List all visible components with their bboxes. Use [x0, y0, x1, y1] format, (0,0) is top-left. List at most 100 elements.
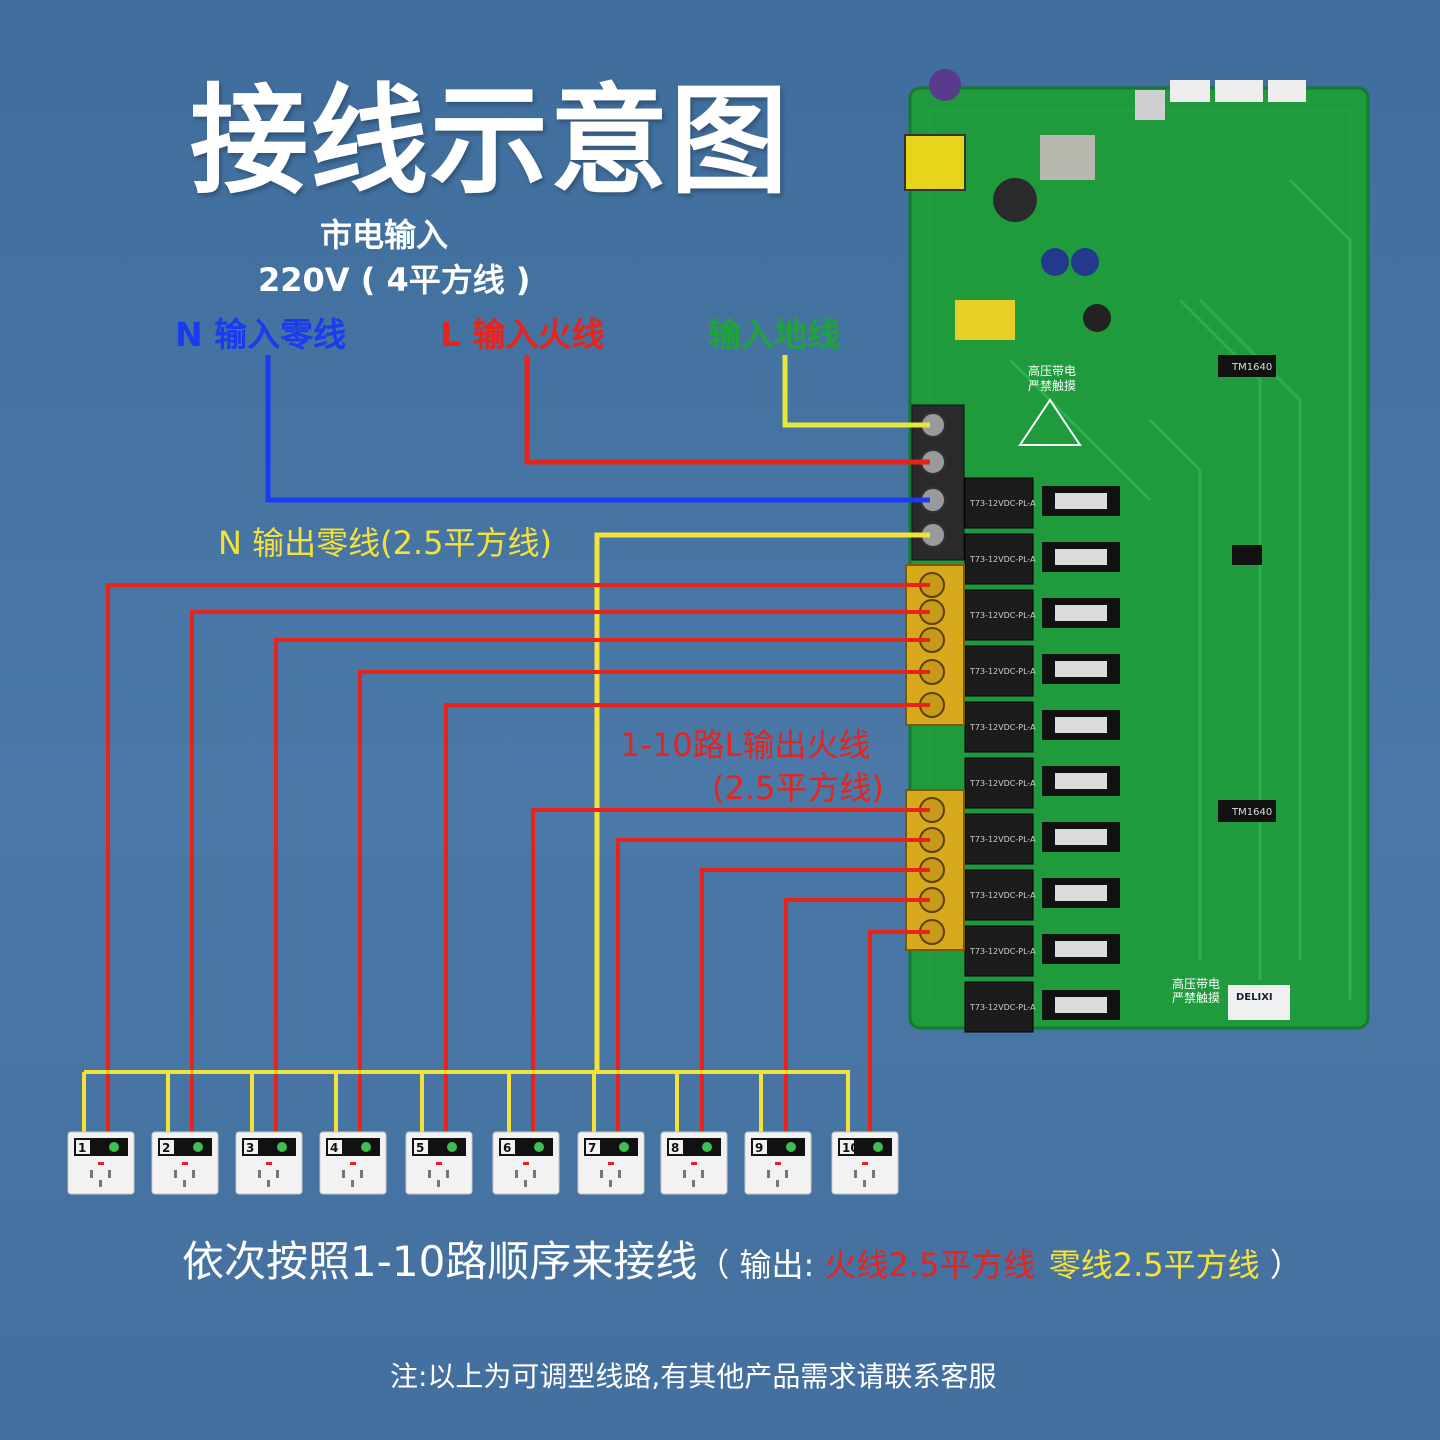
outlet-slot: [872, 1170, 875, 1178]
outlet-slot: [108, 1170, 111, 1178]
outlet-slot: [701, 1170, 704, 1178]
outlet-led: [691, 1162, 697, 1165]
outlet-led: [182, 1162, 188, 1165]
outlet-indicator-icon: [447, 1142, 457, 1152]
outlet-slot: [609, 1180, 612, 1187]
footnote: 注:以上为可调型线路,有其他产品需求请联系客服: [390, 1360, 997, 1393]
relay: [964, 981, 1034, 1033]
fuse: [1055, 773, 1107, 789]
fuse: [1055, 493, 1107, 509]
relay-model-text: T73-12VDC-PL-A: [969, 555, 1036, 564]
outlet-indicator-icon: [361, 1142, 371, 1152]
relay-model-text: T73-12VDC-PL-A: [969, 891, 1036, 900]
outlet-indicator-icon: [619, 1142, 629, 1152]
outlet-led: [98, 1162, 104, 1165]
outlet-slot: [692, 1180, 695, 1187]
outlet-slot: [437, 1180, 440, 1187]
live-output-wire: [274, 638, 930, 1135]
outlet-slot: [446, 1170, 449, 1178]
relay-model-text: T73-12VDC-PL-A: [969, 947, 1036, 956]
warning-text-4: 严禁触摸: [1172, 991, 1220, 1005]
outlet-indicator-icon: [193, 1142, 203, 1152]
chip-label-bottom: TM1640: [1231, 807, 1272, 818]
fuse: [1055, 605, 1107, 621]
outlet-indicator-icon: [702, 1142, 712, 1152]
relay: [964, 533, 1034, 585]
outlet-slot: [524, 1180, 527, 1187]
relay-bank: T73-12VDC-PL-A T73-12VDC-PL-A T73-12VDC-PL…: [964, 477, 1120, 1033]
relay: [964, 477, 1034, 529]
neutral-input-wire: [265, 355, 930, 503]
outlet-number: 9: [755, 1141, 763, 1155]
outlet-slot: [776, 1180, 779, 1187]
fuse: [1055, 661, 1107, 677]
relay: [964, 757, 1034, 809]
fuse: [1055, 885, 1107, 901]
relay-model-text: T73-12VDC-PL-A: [969, 667, 1036, 676]
live-output-wire: [784, 898, 930, 1135]
control-board: TM1640 TM1640 高压带电 严禁触摸 高压带电 严禁触摸 DELIXI…: [904, 69, 1370, 1033]
bottom-main-text: 依次按照1-10路顺序来接线: [182, 1237, 698, 1286]
outlet-indicator-icon: [109, 1142, 119, 1152]
earth-input-wire: [782, 355, 930, 428]
outlet-slot: [618, 1170, 621, 1178]
live-output-spec-label: (2.5平方线): [712, 769, 884, 807]
outlet-slot: [90, 1170, 93, 1178]
bottom-instruction: 依次按照1-10路顺序来接线（ 输出: 火线2.5平方线 零线2.5平方线 ）: [182, 1228, 1302, 1289]
page-title: 接线示意图: [190, 72, 791, 210]
mains-spec-label: 220V ( 4平方线 ): [258, 261, 531, 299]
outlet-indicator-icon: [277, 1142, 287, 1152]
warning-text-2: 严禁触摸: [1028, 379, 1076, 393]
outlet-number-box: [414, 1140, 428, 1154]
relay: [964, 869, 1034, 921]
outlet-slot: [360, 1170, 363, 1178]
outlet-slot: [342, 1170, 345, 1178]
outlet-slot: [863, 1180, 866, 1187]
outlet-led: [436, 1162, 442, 1165]
relay-model-text: T73-12VDC-PL-A: [969, 723, 1036, 732]
relay-model-text: T73-12VDC-PL-A: [969, 1003, 1036, 1012]
outlet-slot: [533, 1170, 536, 1178]
outlet-led: [608, 1162, 614, 1165]
outlet-indicator-icon: [873, 1142, 883, 1152]
warning-text-3: 高压带电: [1172, 976, 1220, 991]
outlet-number: 1: [78, 1141, 86, 1155]
outlet-number: 7: [588, 1141, 596, 1155]
relay: [964, 645, 1034, 697]
outlet-number: 3: [246, 1141, 254, 1155]
outlet-number-box: [76, 1140, 90, 1154]
outlet-led: [862, 1162, 868, 1165]
relay-model-text: T73-12VDC-PL-A: [969, 835, 1036, 844]
outlet-slot: [600, 1170, 603, 1178]
live-output-label: 1-10路L输出火线: [620, 726, 871, 764]
outlet-slot: [854, 1170, 857, 1178]
bottom-neutral-spec: 零线2.5平方线: [1048, 1246, 1260, 1284]
live-output-wire: [700, 868, 930, 1135]
outlet-led: [350, 1162, 356, 1165]
bottom-live-spec: 火线2.5平方线: [824, 1246, 1036, 1284]
outlet-slot: [515, 1170, 518, 1178]
bottom-open-text: （ 输出:: [697, 1246, 825, 1284]
live-output-wire: [616, 838, 930, 1135]
outlet-slot: [351, 1180, 354, 1187]
fuse: [1055, 717, 1107, 733]
neutral-output-label: N 输出零线(2.5平方线): [218, 524, 552, 562]
outlet-indicator-icon: [534, 1142, 544, 1152]
relay: [964, 813, 1034, 865]
fuse: [1055, 829, 1107, 845]
outlet-number: 8: [671, 1141, 679, 1155]
outlet-led: [775, 1162, 781, 1165]
mains-input-label: 市电输入: [320, 216, 449, 254]
earth-input-label: 输入地线: [708, 315, 840, 354]
outlet-indicator-icon: [786, 1142, 796, 1152]
relay: [964, 701, 1034, 753]
outlet-number: 4: [330, 1141, 338, 1155]
delixi-label: DELIXI: [1236, 992, 1273, 1003]
outlet-number-box: [753, 1140, 767, 1154]
live-output-wire: [106, 583, 930, 1135]
outlet-slot: [785, 1170, 788, 1178]
live-input-wire: [524, 355, 930, 465]
outlet-slot: [258, 1170, 261, 1178]
outlet-number-box: [328, 1140, 342, 1154]
